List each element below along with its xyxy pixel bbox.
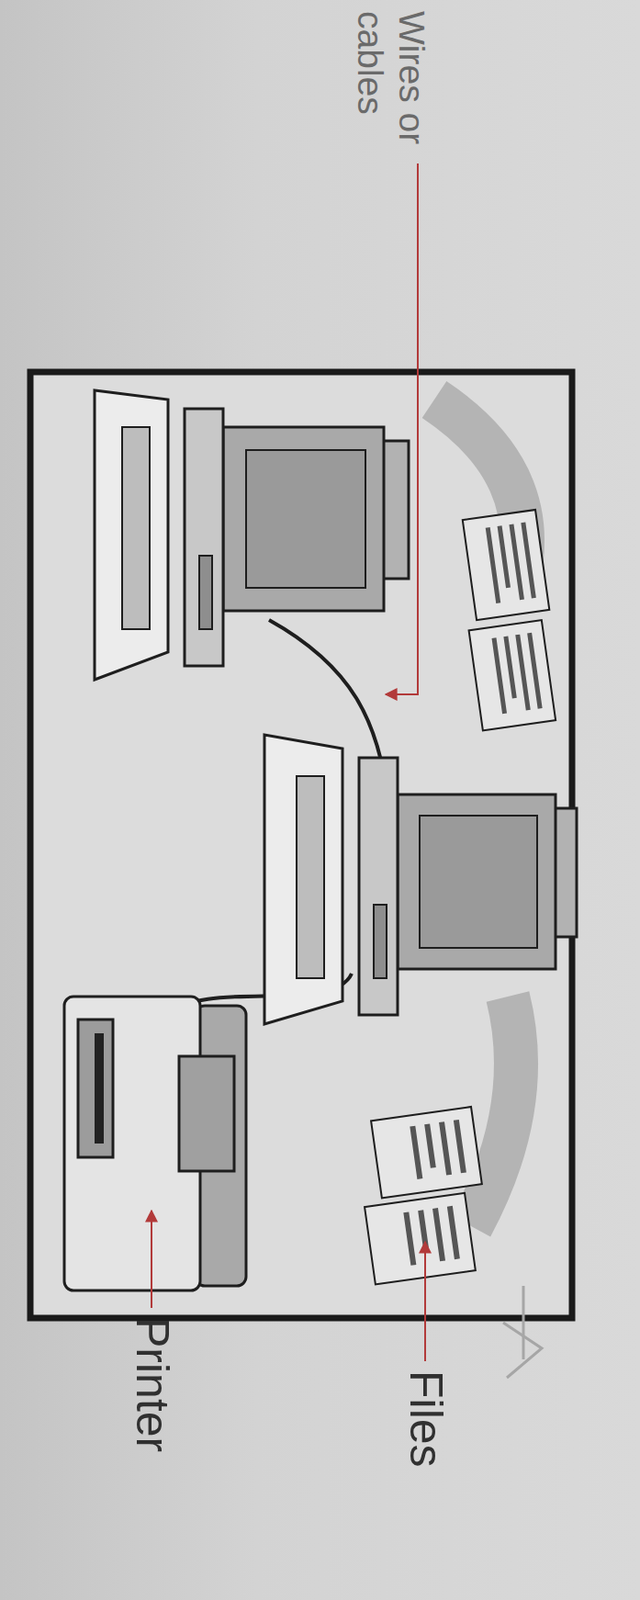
label-anchor: Wires or cables: [348, 11, 432, 172]
monitor: [397, 794, 556, 969]
paper-slot: [94, 1032, 104, 1144]
picture-frame: [30, 371, 573, 1318]
monitor-back: [553, 808, 577, 937]
leader-line: [150, 1210, 153, 1308]
handwritten-mark: [522, 1285, 526, 1359]
system-unit: [359, 757, 398, 1015]
disk-drive: [373, 904, 387, 978]
callout-label: Printer: [125, 1316, 180, 1452]
file-lines: [405, 1205, 458, 1265]
file-sheet: [462, 509, 551, 620]
paper-tray: [78, 1019, 113, 1157]
file-sheets: [352, 1106, 494, 1284]
file-lines: [487, 522, 534, 604]
callout-label: Files: [399, 1369, 453, 1468]
monitor: [223, 426, 384, 611]
label-anchor: Files: [399, 1369, 453, 1468]
keyboard: [264, 734, 343, 1024]
file-sheet: [370, 1106, 483, 1198]
system-unit: [184, 408, 224, 666]
leader-line: [385, 163, 418, 695]
keyboard-keys: [296, 775, 325, 978]
file-sheet: [364, 1192, 476, 1284]
keyboard-keys: [122, 426, 150, 629]
file-lines: [494, 632, 540, 714]
keyboard: [94, 390, 169, 680]
leader-line: [424, 1241, 427, 1361]
label-anchor: Printer: [125, 1316, 180, 1452]
file-sheets: [453, 509, 565, 730]
disk-drive: [199, 555, 213, 629]
monitor-screen: [246, 449, 366, 588]
file-lines: [412, 1119, 464, 1179]
callout-label: Wires or cables: [348, 11, 432, 172]
printer-panel: [179, 1055, 235, 1171]
network-drawing: [64, 390, 577, 1291]
file-sheet: [469, 619, 557, 730]
flow-arc: [471, 996, 517, 1226]
monitor-screen: [419, 815, 538, 948]
